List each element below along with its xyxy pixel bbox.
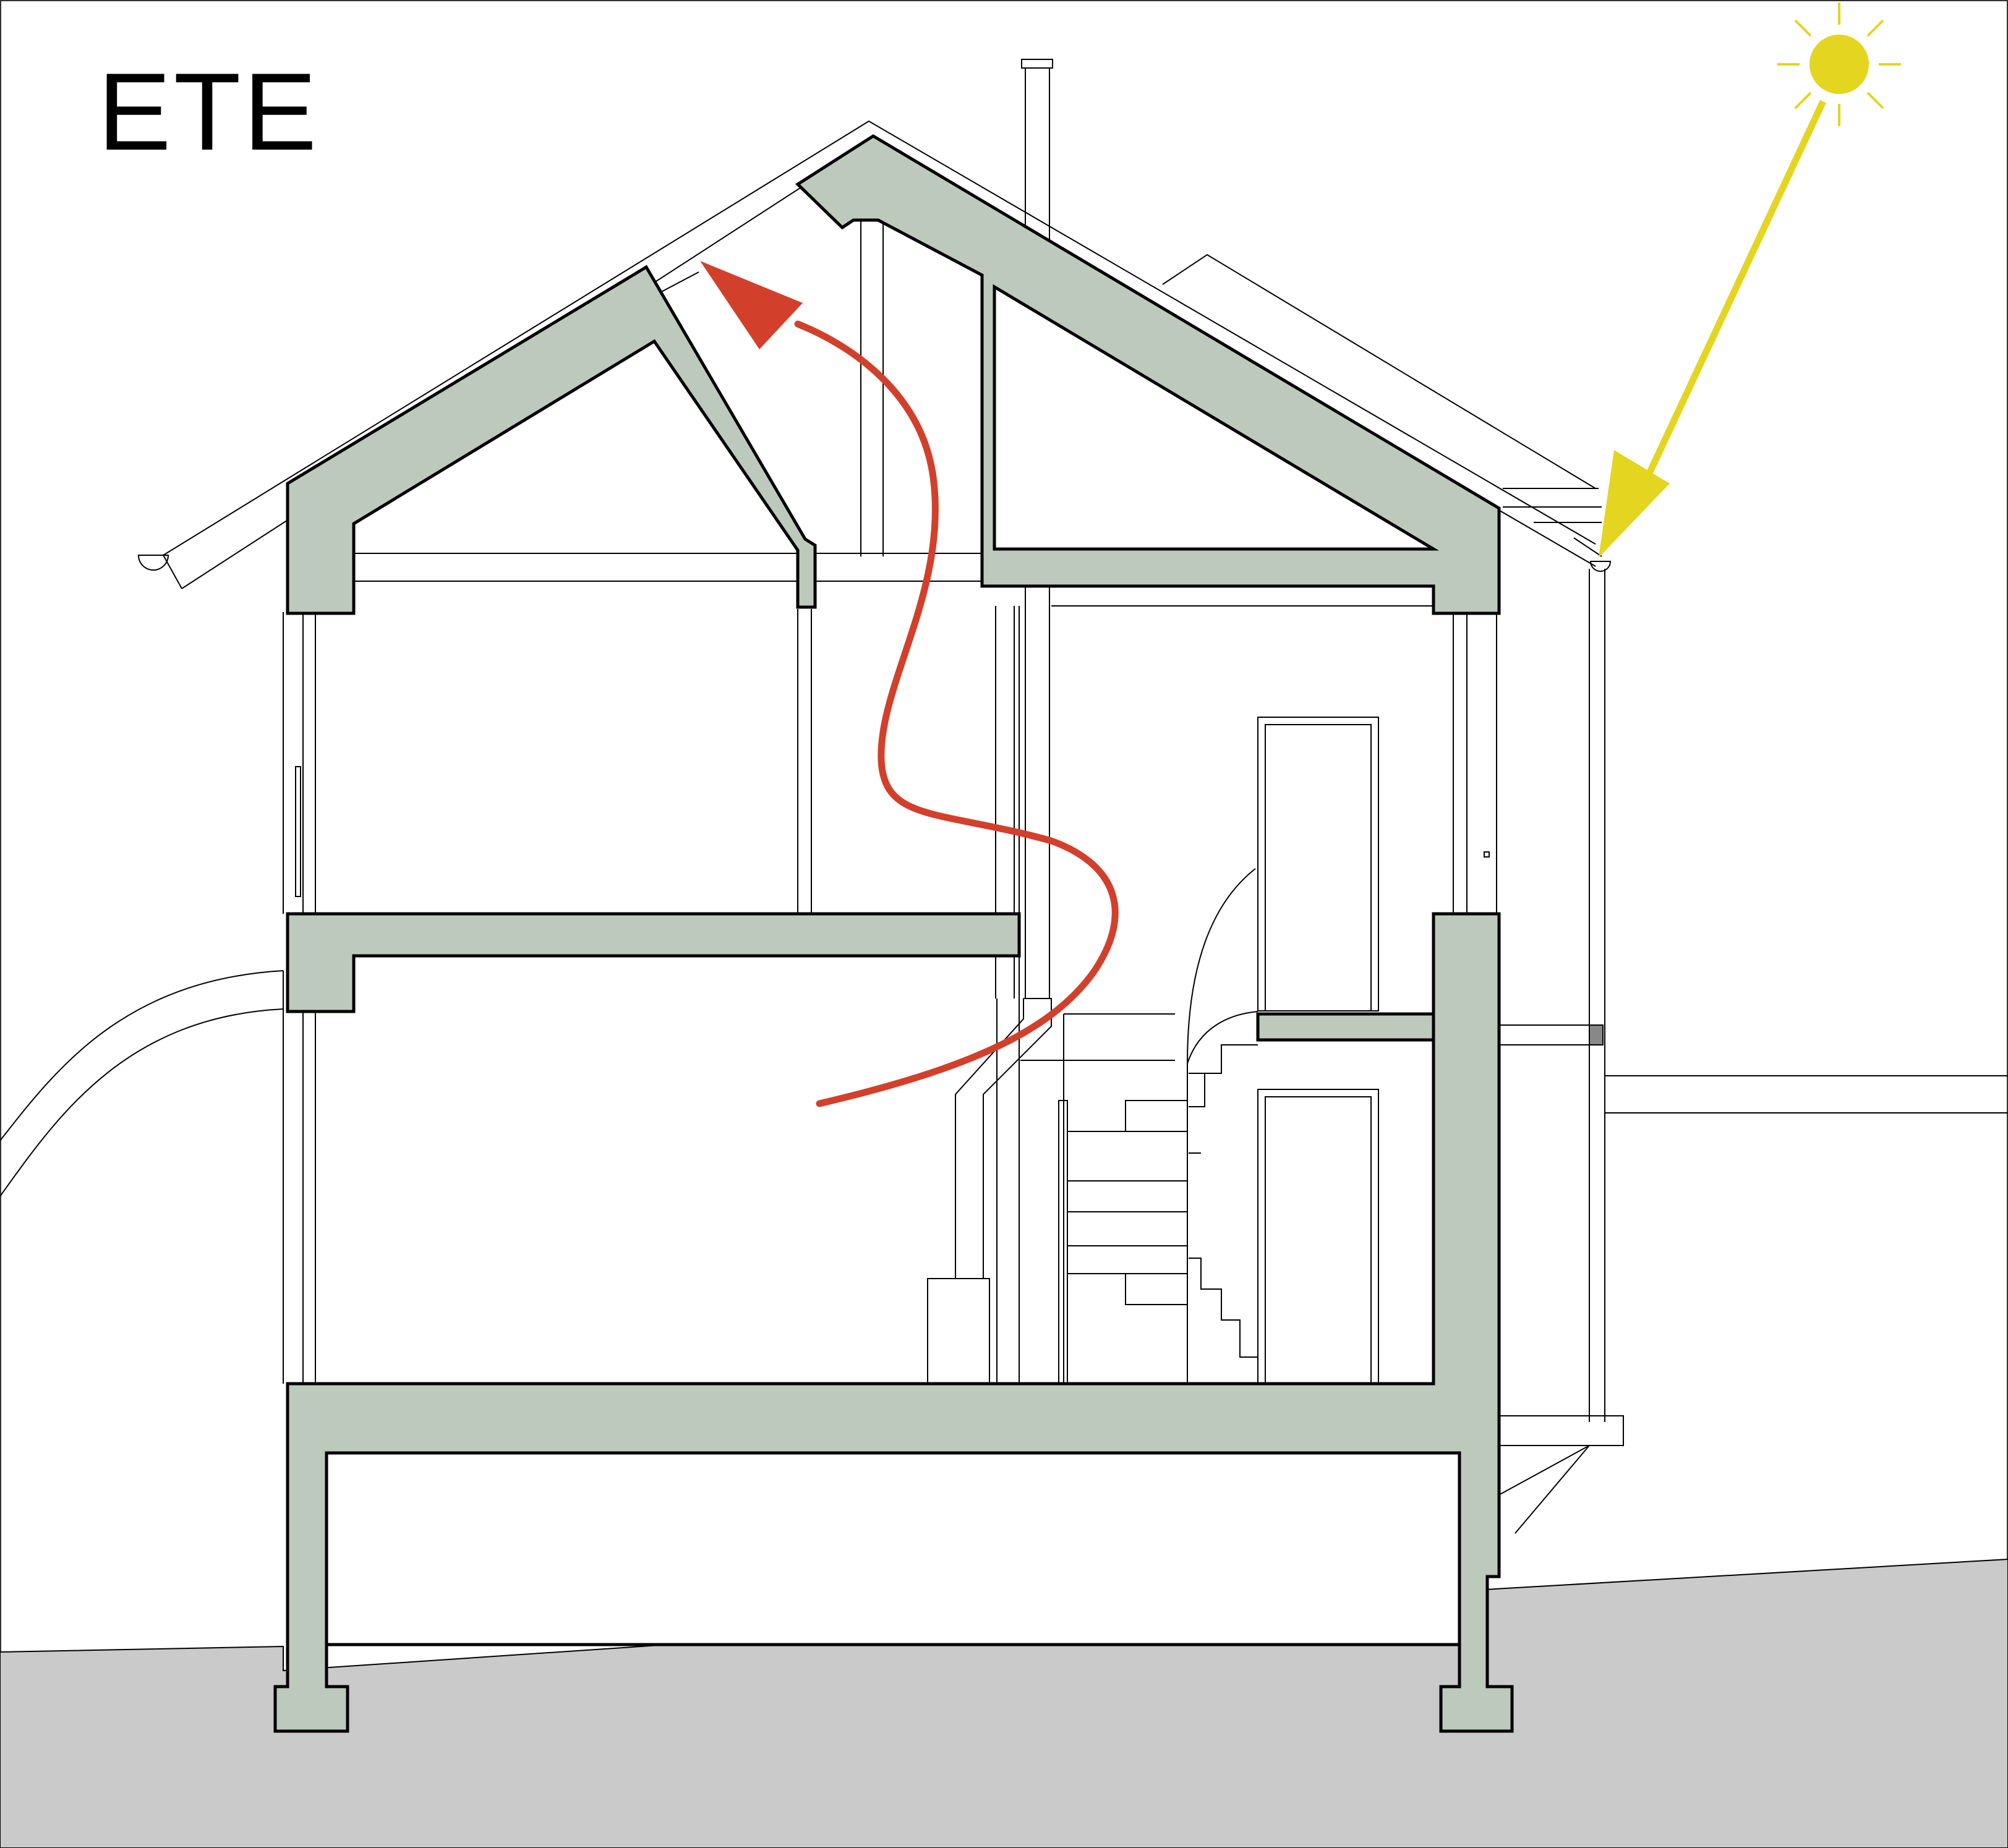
roof-edge-left xyxy=(163,120,1596,556)
roof-slab-left xyxy=(286,265,817,615)
main-structure xyxy=(273,912,1514,1733)
ground xyxy=(0,1558,2008,1848)
airflow-arrowhead xyxy=(700,261,803,349)
terrain-curve-left xyxy=(0,970,284,1141)
neighbour-roof xyxy=(1162,253,1596,489)
door-lower xyxy=(1257,1089,1379,1384)
mezzanine-slab xyxy=(1256,1012,1435,1042)
gutter-right xyxy=(1589,561,1612,572)
roof-interior-triangle xyxy=(993,284,1440,551)
heater-unit xyxy=(927,1278,990,1384)
gutter-left xyxy=(137,555,169,571)
window-sill-right xyxy=(1496,1024,1590,1045)
sunlight-arrow xyxy=(1599,100,1826,558)
sun-icon xyxy=(1777,2,1901,126)
stair-steps xyxy=(1189,1044,1258,1074)
airflow-path xyxy=(794,320,1119,1107)
structure xyxy=(273,134,1514,1733)
stair-curve xyxy=(1187,868,1256,1384)
crawlspace xyxy=(325,1451,1461,1646)
chimney xyxy=(1021,59,1053,69)
upper-floor-slab xyxy=(286,912,1021,1013)
airflow-arrow xyxy=(700,261,1119,1107)
diagram-title: ETE xyxy=(98,50,320,173)
door-upper xyxy=(1257,717,1379,1011)
duct xyxy=(983,998,1052,1279)
